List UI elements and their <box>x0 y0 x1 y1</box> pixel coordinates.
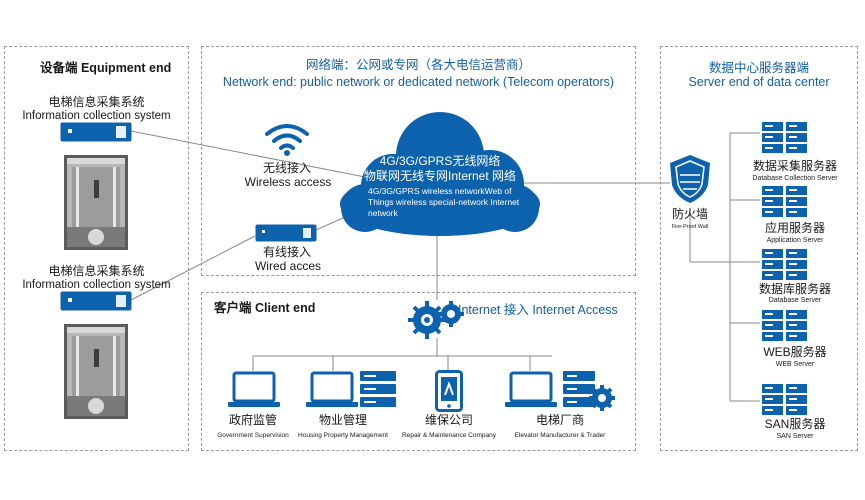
laptop-icon <box>306 371 358 407</box>
client-item-sublabel: Housing Property Management <box>298 432 388 439</box>
client-item-label: 政府监管 <box>228 413 277 427</box>
server-rack-icon <box>762 186 807 217</box>
gear-icon <box>589 385 615 411</box>
line-box2-wired <box>130 235 256 301</box>
client-title: 客户端 Client end <box>214 301 316 315</box>
internet-access-label: Internet 接入 Internet Access <box>458 303 618 317</box>
server-sublabel: Application Server <box>766 237 824 244</box>
server-rack-icon <box>762 384 807 415</box>
laptop-icon <box>228 371 280 407</box>
wifi-icon <box>265 124 309 156</box>
wireless-label-en: Wireless access <box>244 175 332 189</box>
system1-title-en: Information collection system <box>22 110 171 122</box>
system2-title-zh: 电梯信息采集系统 <box>48 264 145 278</box>
client-item-sublabel: Repair & Maintenance Company <box>402 432 496 439</box>
server-label: 数据采集服务器 <box>752 159 837 173</box>
client-item-label: 物业管理 <box>318 413 367 427</box>
network-panel <box>201 46 636 276</box>
elevator-icon <box>64 155 128 250</box>
server-label: 应用服务器 <box>764 221 825 235</box>
client-item-sublabel: Government Supervision <box>217 432 289 439</box>
wired-router-icon <box>255 224 317 242</box>
datacenter-title-en: Server end of data center <box>688 75 830 89</box>
server-label: 数据库服务器 <box>758 282 831 296</box>
system1-title-zh: 电梯信息采集系统 <box>48 95 145 109</box>
server-rack-icon <box>762 122 807 153</box>
client-item-label: 电梯厂商 <box>535 413 584 427</box>
datacenter-title-zh: 数据中心服务器端 <box>708 61 809 75</box>
wired-label-en: Wired acces <box>254 259 322 273</box>
equipment-title: 设备端 Equipment end <box>40 61 172 75</box>
elevator-icon <box>64 324 128 419</box>
gears-icon <box>408 301 464 339</box>
client-item-sublabel: Elevator Manufacturer & Trader <box>514 432 606 439</box>
network-title-zh: 网络端：公网或专网（各大电信运营商） <box>305 58 531 72</box>
collection-device-icon <box>60 291 132 311</box>
datacenter-panel <box>660 46 858 451</box>
server-label: WEB服务器 <box>763 345 827 359</box>
firewall-label-zh: 防火墙 <box>671 207 708 221</box>
cloud-icon <box>340 112 540 236</box>
cloud-line2: 物联网无线专网Internet 网络 <box>363 169 517 183</box>
line-box1-cloud <box>130 130 371 179</box>
server-sublabel: SAN Server <box>776 433 814 440</box>
firewall-label-en: Fire-Proof Wall <box>671 224 709 230</box>
network-title-en: Network end: public network or dedicated… <box>222 75 615 89</box>
server-icon <box>360 371 396 407</box>
server-rack-icon <box>762 249 807 280</box>
equipment-panel <box>4 46 189 451</box>
client-panel <box>201 292 636 451</box>
server-icon <box>563 371 595 407</box>
client-item-label: 维保公司 <box>424 413 473 427</box>
cloud-small2: Things wireless special-network Internet <box>368 197 520 207</box>
server-sublabel: Database Collection Server <box>752 175 838 182</box>
server-sublabel: Database Server <box>768 297 822 304</box>
server-rack-icon <box>762 310 807 341</box>
cloud-small3: network <box>368 208 398 218</box>
phone-icon <box>435 370 463 412</box>
cloud-small1: 4G/3G/GPRS wireless networkWeb of <box>368 186 512 196</box>
firewall-shield-icon <box>670 155 710 203</box>
cloud-line1: 4G/3G/GPRS无线网络 <box>379 154 501 168</box>
server-label: SAN服务器 <box>764 417 826 431</box>
wired-label-zh: 有线接入 <box>262 245 311 259</box>
collection-device-icon <box>60 122 132 142</box>
wireless-label-zh: 无线接入 <box>262 161 311 175</box>
server-sublabel: WEB Server <box>775 361 815 368</box>
laptop-icon <box>505 371 557 407</box>
system2-title-en: Information collection system <box>22 279 171 291</box>
